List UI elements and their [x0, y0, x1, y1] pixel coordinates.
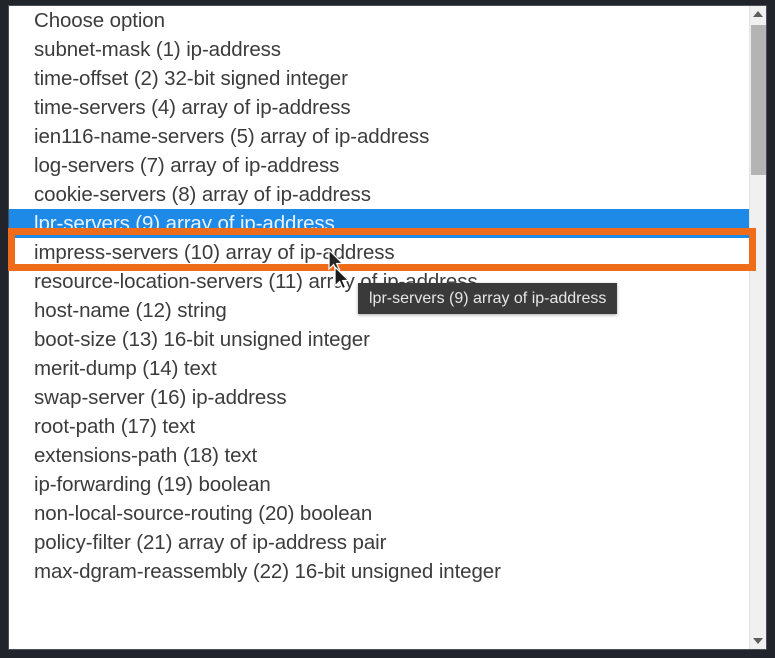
- option-tooltip: lpr-servers (9) array of ip-address: [358, 283, 618, 314]
- listbox-option[interactable]: non-local-source-routing (20) boolean: [9, 499, 749, 528]
- listbox-option[interactable]: extensions-path (18) text: [9, 441, 749, 470]
- listbox-option[interactable]: policy-filter (21) array of ip-address p…: [9, 528, 749, 557]
- listbox-option[interactable]: max-dgram-reassembly (22) 16-bit unsigne…: [9, 557, 749, 586]
- listbox-option[interactable]: time-servers (4) array of ip-address: [9, 93, 749, 122]
- listbox-option[interactable]: impress-servers (10) array of ip-address: [9, 238, 749, 267]
- arrow-pointer-icon: [334, 266, 351, 290]
- listbox-option[interactable]: root-path (17) text: [9, 412, 749, 441]
- listbox-option[interactable]: Choose option: [9, 6, 749, 35]
- listbox-scrollbar[interactable]: [749, 6, 766, 649]
- scrollbar-up-button[interactable]: [750, 6, 766, 23]
- caret-down-icon: [753, 638, 763, 644]
- listbox-option[interactable]: ien116-name-servers (5) array of ip-addr…: [9, 122, 749, 151]
- listbox-option[interactable]: swap-server (16) ip-address: [9, 383, 749, 412]
- listbox-option[interactable]: cookie-servers (8) array of ip-address: [9, 180, 749, 209]
- caret-up-icon: [753, 11, 763, 17]
- listbox-option[interactable]: merit-dump (14) text: [9, 354, 749, 383]
- listbox-option[interactable]: boot-size (13) 16-bit unsigned integer: [9, 325, 749, 354]
- listbox-option[interactable]: subnet-mask (1) ip-address: [9, 35, 749, 64]
- listbox-option-selected[interactable]: lpr-servers (9) array of ip-address: [9, 209, 749, 238]
- listbox-option[interactable]: log-servers (7) array of ip-address: [9, 151, 749, 180]
- scrollbar-thumb[interactable]: [751, 25, 766, 175]
- scrollbar-down-button[interactable]: [750, 632, 766, 649]
- listbox-option[interactable]: time-offset (2) 32-bit signed integer: [9, 64, 749, 93]
- listbox-option[interactable]: ip-forwarding (19) boolean: [9, 470, 749, 499]
